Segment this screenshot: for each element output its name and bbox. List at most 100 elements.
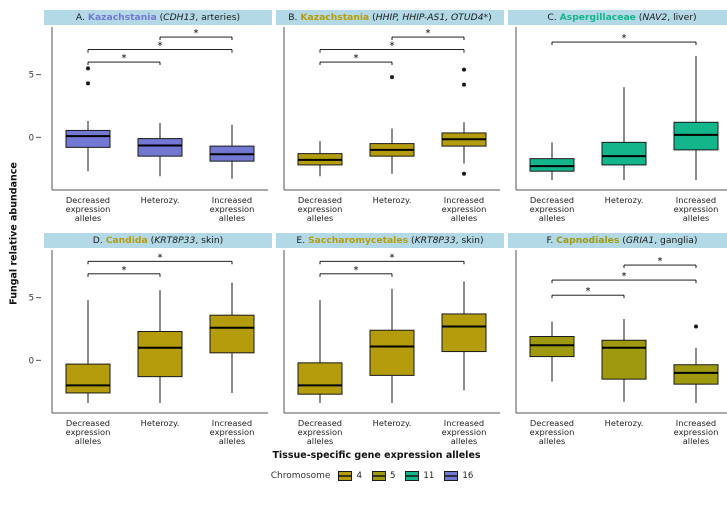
title-text: ( [635,12,643,23]
svg-text:5: 5 [29,294,34,304]
boxplot-key-icon [338,471,353,481]
svg-text:Increased: Increased [676,195,716,205]
svg-text:Decreased: Decreased [298,195,342,205]
y-axis-label: Fungal relative abundance [8,162,20,305]
title-text: ( [156,12,164,23]
svg-text:alleles: alleles [307,436,334,446]
gene-name: GRIA1 [625,235,655,246]
title-text: , arteries) [195,12,241,23]
boxplot-key-icon [371,471,386,481]
title-text: ( [408,235,415,246]
panel-C: C. Aspergillaceae (NAV2, liver) *Decreas… [508,10,727,231]
svg-text:Decreased: Decreased [66,418,110,428]
panel-title: D. Candida (KRT8P33, skin) [44,233,272,248]
legend-item-chr4: 4 [337,470,362,482]
svg-text:*: * [194,28,199,39]
svg-text:Heterozy.: Heterozy. [141,195,180,205]
svg-text:expression: expression [298,204,343,214]
svg-text:*: * [622,271,627,282]
svg-text:Heterozy.: Heterozy. [373,195,412,205]
panel-E: E. Saccharomycetales (KRT8P33, skin) * * D… [276,233,504,454]
panel-A: A. Kazachstania (CDH13, arteries) ***Dec… [44,10,272,231]
svg-text:expression: expression [442,427,487,437]
svg-text:alleles: alleles [451,213,478,223]
chromosome-legend: Chromosome 4 5 11 16 [26,470,727,482]
title-text: ( [369,12,376,23]
svg-text:*: * [122,265,127,276]
svg-text:alleles: alleles [683,436,710,446]
svg-text:Decreased: Decreased [298,418,342,428]
svg-text:*: * [158,252,163,263]
taxon-name: Candida [105,235,148,246]
panel-title: F. Capnodiales (GRIA1, ganglia) [508,233,727,248]
gene-name: CDH13 [163,12,196,23]
boxplot-A: ***DecreasedexpressionallelesHeterozy.In… [51,27,268,223]
boxplot-key-icon [444,471,459,481]
svg-text:expression: expression [210,427,255,437]
taxon-name: Capnodiales [556,235,620,246]
svg-text:expression: expression [66,427,111,437]
title-text: , liver) [667,12,697,23]
svg-text:alleles: alleles [219,213,246,223]
svg-text:expression: expression [674,204,719,214]
svg-text:Decreased: Decreased [530,418,574,428]
svg-text:expression: expression [66,204,111,214]
svg-text:Increased: Increased [444,195,484,205]
svg-text:alleles: alleles [683,213,710,223]
svg-text:expression: expression [298,427,343,437]
svg-text:expression: expression [530,427,575,437]
gene-name: NAV2 [642,12,668,23]
svg-text:expression: expression [442,204,487,214]
boxplot-E: **DecreasedexpressionallelesHeterozy.Inc… [283,250,500,446]
panel-title: E. Saccharomycetales (KRT8P33, skin) [276,233,504,248]
panel-title: B. Kazachstania (HHIP, HHIP-AS1, OTUD4*) [276,10,504,25]
title-text: ( [619,235,626,246]
title-text: , skin) [455,235,484,246]
gene-name: KRT8P33 [154,235,196,246]
svg-text:*: * [390,41,395,52]
svg-text:Heterozy.: Heterozy. [605,195,644,205]
svg-text:*: * [354,265,359,276]
svg-text:Decreased: Decreased [66,195,110,205]
svg-text:expression: expression [530,204,575,214]
svg-text:alleles: alleles [75,213,102,223]
svg-text:alleles: alleles [219,436,246,446]
svg-text:Heterozy.: Heterozy. [373,418,412,428]
svg-text:Increased: Increased [444,418,484,428]
svg-text:Increased: Increased [212,418,252,428]
svg-text:alleles: alleles [539,213,566,223]
gene-name: HHIP, HHIP-AS1, OTUD4* [375,12,489,23]
panel-letter: B. [288,12,301,23]
svg-text:*: * [658,256,663,267]
panel-title: C. Aspergillaceae (NAV2, liver) [508,10,727,25]
panel-title: A. Kazachstania (CDH13, arteries) [44,10,272,25]
legend-label: 5 [389,471,396,481]
legend-title: Chromosome [270,471,331,481]
panel-letter: A. [75,12,88,23]
title-text: ( [147,235,155,246]
legend-item-chr5: 5 [371,470,395,482]
taxon-name: Kazachstania [87,12,157,23]
boxplot-F: ***DecreasedexpressionallelesHeterozy.In… [515,250,727,446]
svg-text:alleles: alleles [307,213,334,223]
svg-text:*: * [390,252,395,263]
svg-text:expression: expression [210,204,255,214]
svg-text:0: 0 [29,133,34,143]
svg-text:*: * [122,53,127,64]
svg-text:alleles: alleles [75,436,102,446]
boxplot-B: ***DecreasedexpressionallelesHeterozy.In… [283,27,500,223]
svg-text:5: 5 [29,71,34,81]
panel-letter: F. [546,235,557,246]
panel-B: B. Kazachstania (HHIP, HHIP-AS1, OTUD4*)… [276,10,504,231]
title-text: , ganglia) [654,235,698,246]
boxplot-D: **DecreasedexpressionallelesHeterozy.Inc… [51,250,268,446]
legend-label: 4 [356,471,362,481]
title-text: ) [488,12,492,23]
svg-text:*: * [586,286,591,297]
taxon-name: Saccharomycetales [308,235,409,246]
y-axis-gutter-row-1: 05 [29,71,41,143]
